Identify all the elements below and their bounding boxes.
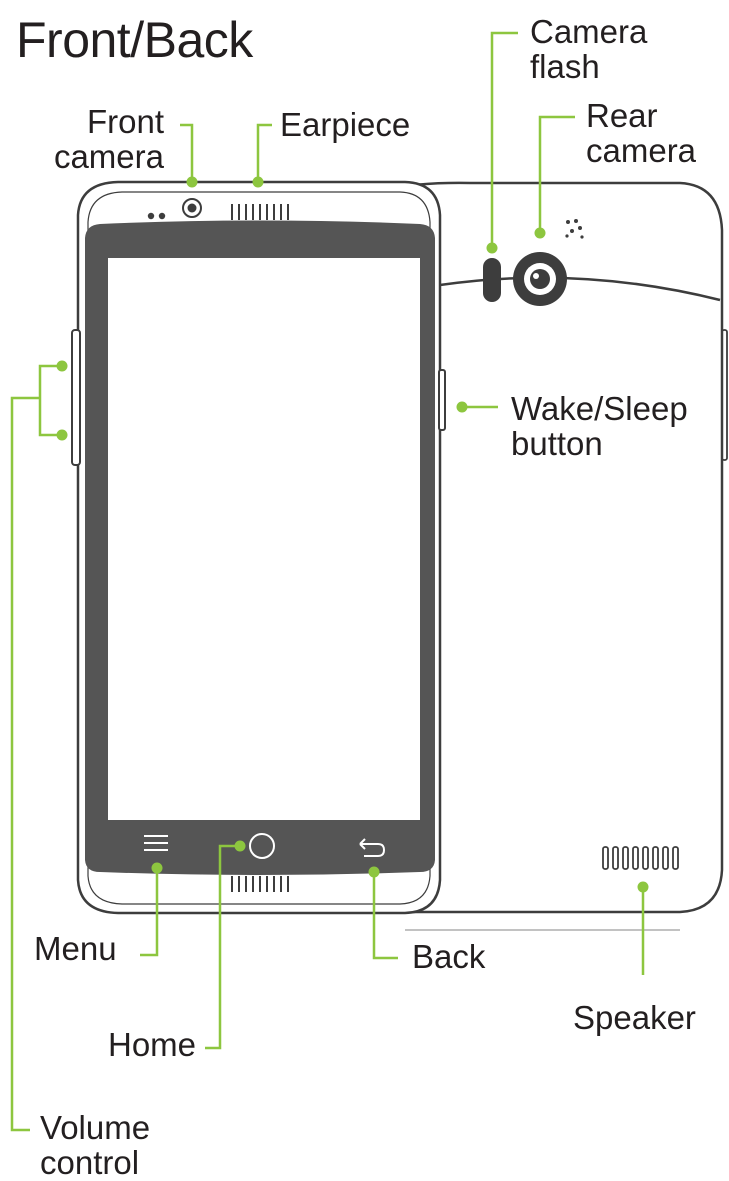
sensor-dot-icon xyxy=(147,212,155,220)
speaker-grille xyxy=(602,846,679,870)
leader-volume xyxy=(10,364,62,1132)
home-icon xyxy=(249,833,275,859)
leader-back xyxy=(372,872,398,960)
label-front-camera: Front camera xyxy=(53,103,164,175)
leader-camera-flash xyxy=(490,31,518,248)
earpiece-grille xyxy=(231,204,289,220)
back-icon xyxy=(359,838,386,857)
front-top-features xyxy=(147,198,202,220)
label-menu: Menu xyxy=(34,930,117,967)
leader-earpiece xyxy=(256,123,272,182)
bottom-grille xyxy=(231,876,289,892)
label-rear-camera: Rear camera xyxy=(586,97,697,169)
callout-dots xyxy=(56,176,649,893)
page-title: Front/Back xyxy=(16,12,253,68)
sensor-dot-icon xyxy=(158,212,166,220)
label-volume: Volume control xyxy=(40,1109,151,1181)
leader-rear-camera xyxy=(538,115,575,233)
label-earpiece: Earpiece xyxy=(280,106,411,143)
leader-menu xyxy=(140,868,159,957)
camera-flash-icon xyxy=(483,258,501,302)
microphone-icon xyxy=(565,219,584,239)
label-camera-flash: Camera flash xyxy=(530,13,648,85)
menu-icon xyxy=(144,835,168,851)
leader-home xyxy=(205,844,240,1050)
label-home: Home xyxy=(108,1026,197,1063)
leader-front-camera xyxy=(180,123,194,182)
label-speaker: Speaker xyxy=(573,999,696,1036)
rear-camera-module xyxy=(483,219,584,306)
phone-front xyxy=(71,180,446,915)
label-wake-sleep: Wake/Sleep button xyxy=(511,390,688,462)
label-back: Back xyxy=(412,938,486,975)
callout-lines xyxy=(10,31,645,1132)
